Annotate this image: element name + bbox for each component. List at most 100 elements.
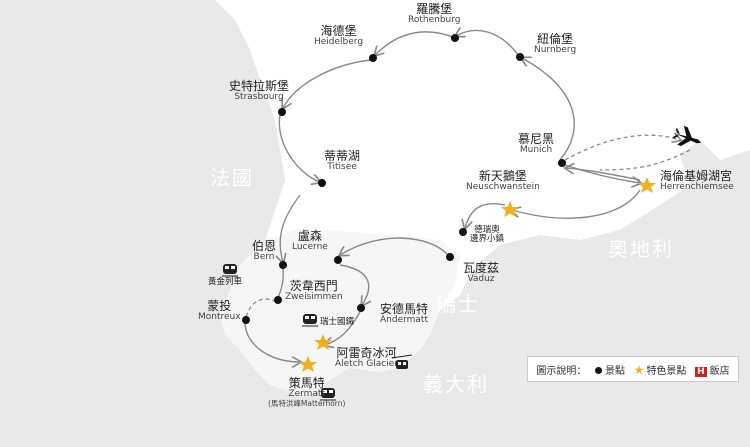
- route-lines: [244, 30, 641, 362]
- label-herrenchiemsee-zh: 海倫基姆湖宮: [660, 169, 733, 183]
- route-munich-nurnberg: [522, 58, 575, 161]
- route-herrenchiemsee-neuschwanstein: [512, 189, 641, 219]
- marker-heidelberg: [369, 54, 377, 62]
- route-titisee-bern: [280, 194, 301, 262]
- label-lucerne-en: Lucerne: [292, 242, 328, 253]
- label-montreux-zh: 蒙投: [207, 299, 232, 313]
- country-france: 法國: [210, 166, 254, 190]
- label-munich-zh: 慕尼黑: [518, 132, 555, 146]
- flight-route-back: [599, 149, 691, 171]
- marker-zweisimmen: [274, 296, 282, 304]
- label-nurnberg-zh: 紐倫堡: [537, 32, 574, 46]
- flight-route: [564, 135, 680, 161]
- route-rothenburg-heidelberg: [375, 31, 454, 55]
- label-vaduz-en: Vaduz: [467, 274, 495, 285]
- label-montreux-en: Montreux: [198, 312, 241, 323]
- legend-attraction-label: 景點: [605, 365, 625, 377]
- label-aletsch: 阿雷奇冰河 Aletch Glacier: [335, 346, 398, 370]
- label-nurnberg-en: Nurnberg: [534, 45, 577, 56]
- route-bern-zweisimmen: [277, 267, 284, 299]
- marker-lucerne: [334, 256, 342, 264]
- cable-car-icon-aletsch: [391, 354, 413, 369]
- label-border-line2: 邊界小鎮: [470, 234, 505, 245]
- marker-border: [459, 228, 467, 236]
- label-aletsch-en: Aletch Glacier: [335, 359, 398, 370]
- label-vaduz: 瓦度茲 Vaduz: [463, 261, 499, 285]
- legend-attraction: 景點: [595, 362, 625, 377]
- airplane-icon: [672, 125, 702, 147]
- marker-bern: [279, 261, 287, 269]
- italy-area: [200, 295, 540, 447]
- marker-vaduz: [446, 253, 454, 261]
- star-neuschwanstein: [501, 201, 519, 217]
- label-swiss-rail: 瑞士國鐵: [320, 317, 355, 327]
- marker-nurnberg: [516, 53, 524, 61]
- label-zweisimmen-zh: 茨韋西門: [289, 279, 338, 293]
- route-lines-2: [566, 168, 641, 181]
- label-bern-zh: 伯恩: [252, 239, 277, 253]
- marker-strasbourg: [278, 108, 286, 116]
- label-strasbourg-en: Strasbourg: [234, 92, 284, 103]
- label-neuschwanstein-zh: 新天鵝堡: [478, 169, 527, 183]
- legend-hotel-label: 飯店: [709, 365, 730, 377]
- label-titisee: 蒂蒂湖 Titisee: [324, 149, 361, 173]
- label-herrenchiemsee: 海倫基姆湖宮 Herrenchiemsee: [660, 169, 734, 193]
- label-herrenchiemsee-en: Herrenchiemsee: [660, 182, 734, 193]
- label-strasbourg: 史特拉斯堡 Strasbourg: [229, 79, 290, 103]
- label-aletsch-zh: 阿雷奇冰河: [336, 346, 397, 360]
- route-lucerne-andermatt: [339, 264, 369, 305]
- label-neuschwanstein-en: Neuschwanstein: [466, 182, 540, 193]
- route-strasbourg-titisee: [278, 114, 320, 182]
- switzerland-area: [220, 228, 460, 395]
- marker-rothenburg: [451, 34, 459, 42]
- legend-dot-icon: [595, 367, 602, 374]
- label-lucerne: 盧森 Lucerne: [292, 229, 328, 253]
- label-zweisimmen-en: Zweisimmen: [285, 292, 343, 303]
- label-heidelberg-en: Heidelberg: [314, 37, 364, 48]
- train-lines: [245, 135, 691, 319]
- star-herrenchiemsee: [638, 177, 656, 193]
- marker-titisee: [318, 179, 326, 187]
- country-germany: 德國: [607, 92, 651, 116]
- star-zermatt: [299, 356, 317, 372]
- route-andermatt-aletsch: [325, 311, 361, 345]
- route-vaduz-lucerne: [340, 237, 449, 255]
- train-icon-swiss-rail: [302, 314, 318, 327]
- label-munich-en: Munich: [519, 145, 553, 156]
- label-rothenburg: 羅騰堡 Rothenburg: [408, 2, 461, 26]
- legend-title: 圖示說明：: [536, 365, 587, 377]
- legend-star-icon: ★: [633, 362, 645, 377]
- label-heidelberg-zh: 海德堡: [320, 24, 357, 38]
- label-andermatt: 安德馬特 Andermatt: [380, 302, 428, 326]
- train-icon-golden-pass: [222, 264, 238, 277]
- label-neuschwanstein: 新天鵝堡 Neuschwanstein: [466, 169, 540, 193]
- label-lucerne-zh: 盧森: [297, 229, 322, 243]
- label-heidelberg: 海德堡 Heidelberg: [314, 24, 364, 48]
- legend-featured: ★特色景點: [634, 362, 687, 377]
- label-rothenburg-zh: 羅騰堡: [416, 2, 453, 16]
- label-titisee-zh: 蒂蒂湖: [324, 149, 361, 163]
- label-zermatt-en: Zermatt: [288, 389, 325, 400]
- label-zweisimmen: 茨韋西門 Zweisimmen: [285, 279, 343, 303]
- label-golden-pass: 黃金列車: [208, 277, 243, 287]
- country-austria: 奧地利: [608, 237, 674, 261]
- country-italy: 義大利: [423, 372, 489, 396]
- label-munich: 慕尼黑 Munich: [518, 132, 555, 156]
- label-zermatt-sub: (馬特洪峰Matterhorn): [268, 399, 346, 409]
- label-border-line1: 德瑞奧: [474, 225, 500, 235]
- label-nurnberg: 紐倫堡 Nurnberg: [534, 32, 577, 56]
- label-rothenburg-en: Rothenburg: [408, 15, 461, 26]
- label-strasbourg-zh: 史特拉斯堡: [229, 79, 290, 93]
- label-montreux: 蒙投 Montreux: [198, 299, 241, 323]
- france-area: [0, 0, 285, 447]
- marker-munich: [558, 159, 566, 167]
- route-nurnberg-rothenburg: [456, 30, 519, 56]
- route-heidelberg-strasbourg: [283, 59, 371, 108]
- label-border: 德瑞奧 邊界小鎮: [470, 225, 505, 245]
- marker-montreux: [242, 316, 250, 324]
- train-icon-zermatt: [320, 388, 336, 401]
